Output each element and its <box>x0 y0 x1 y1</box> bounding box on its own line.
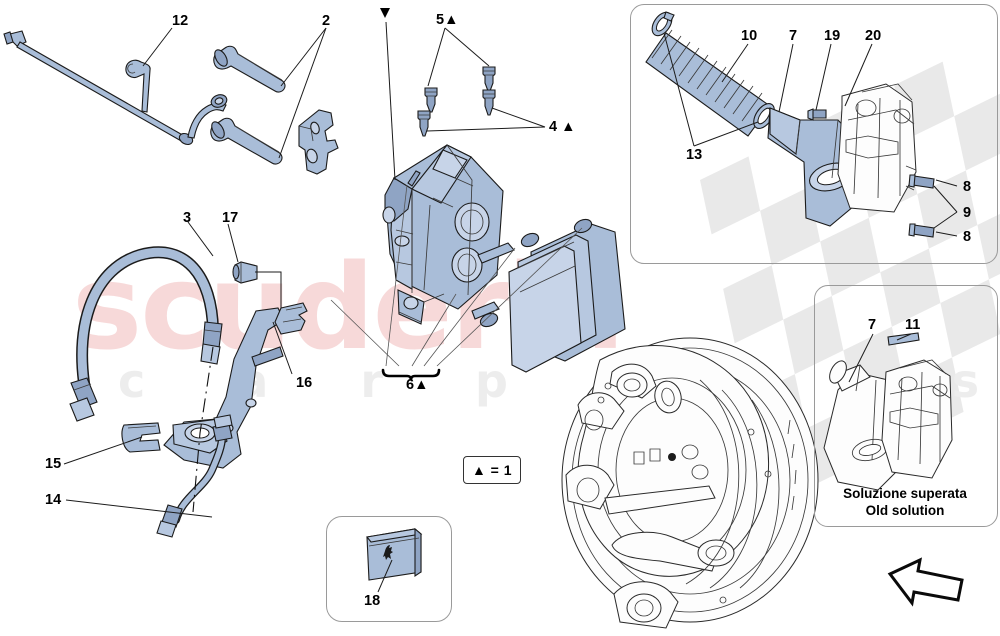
part-5-bleed-screw-b <box>482 66 496 92</box>
direction-arrow <box>887 557 964 607</box>
callout-label-8-upper: 8 <box>963 179 972 195</box>
callout-label-4: 4 ▲ <box>549 119 576 135</box>
part-12-clip <box>125 59 151 113</box>
part-17-bolt <box>232 261 258 284</box>
inset-top-right-artwork <box>645 11 935 238</box>
part-7-air-conveyor <box>767 107 861 227</box>
callout-label-8-lower: 8 <box>963 229 972 245</box>
callout-label-6: 6▲ <box>406 377 429 393</box>
legend-triangle-equals-one: ▲ = 1 <box>463 456 521 484</box>
part-4-bleed-screw-b <box>482 89 496 116</box>
inset-item18-artwork <box>365 527 423 581</box>
callout-label-9: 9 <box>963 205 972 221</box>
part-5-bleed-screw-a <box>424 87 438 113</box>
callout-label-20: 20 <box>865 28 882 44</box>
part-3-brake-hose <box>69 246 223 422</box>
part-11-pin <box>887 332 920 346</box>
callout-label-3: 3 <box>183 210 192 226</box>
old-solution-caption: Soluzione superata Old solution <box>814 486 996 520</box>
part-4-bleed-screw-a <box>417 110 431 137</box>
callout-label-11: 11 <box>905 317 921 333</box>
callout-label-7-bottom: 7 <box>868 317 877 333</box>
part-16-mounting-bracket <box>163 302 308 469</box>
inset-caliper-outline <box>837 83 917 213</box>
inset-panel-top-right <box>630 4 998 264</box>
part-caliper-bracket-upper <box>298 109 339 175</box>
inset-panel-bottom-right <box>814 285 998 527</box>
callout-label-15: 15 <box>45 456 62 472</box>
old-solution-caption-it: Soluzione superata <box>843 486 967 501</box>
inset-bottom-right-artwork <box>823 332 953 491</box>
part-brake-pads <box>471 218 626 373</box>
callout-label-17: 17 <box>222 210 239 226</box>
part-8-bolt-lower <box>908 223 935 238</box>
triangle-marker-top <box>380 8 390 18</box>
part-sensor-hook <box>187 94 228 139</box>
part-2-pin-bolt-lower <box>210 117 283 165</box>
callout-label-5: 5▲ <box>436 12 459 28</box>
callout-label-18: 18 <box>364 593 381 609</box>
part-14-brake-pipe <box>156 414 233 538</box>
callout-label-7-top: 7 <box>789 28 798 44</box>
part-2-pin-bolt-upper <box>213 45 286 93</box>
part-10-air-duct <box>645 29 771 137</box>
callout-label-16: 16 <box>296 375 313 391</box>
callout-label-12: 12 <box>172 13 189 29</box>
part-brake-caliper-main <box>382 144 504 325</box>
leader-lines <box>63 21 958 593</box>
callout-label-14: 14 <box>45 492 62 508</box>
part-8-bolt-upper <box>908 174 935 189</box>
callout-label-19: 19 <box>824 28 841 44</box>
callout-label-13: 13 <box>686 147 703 163</box>
old-solution-caption-en: Old solution <box>865 502 945 518</box>
callout-label-2: 2 <box>322 13 331 29</box>
inset-panel-item-18 <box>326 516 452 622</box>
part-sensor-cable <box>3 30 194 146</box>
part-brake-disc-hub-assembly <box>561 337 819 629</box>
callout-label-10: 10 <box>741 28 758 44</box>
